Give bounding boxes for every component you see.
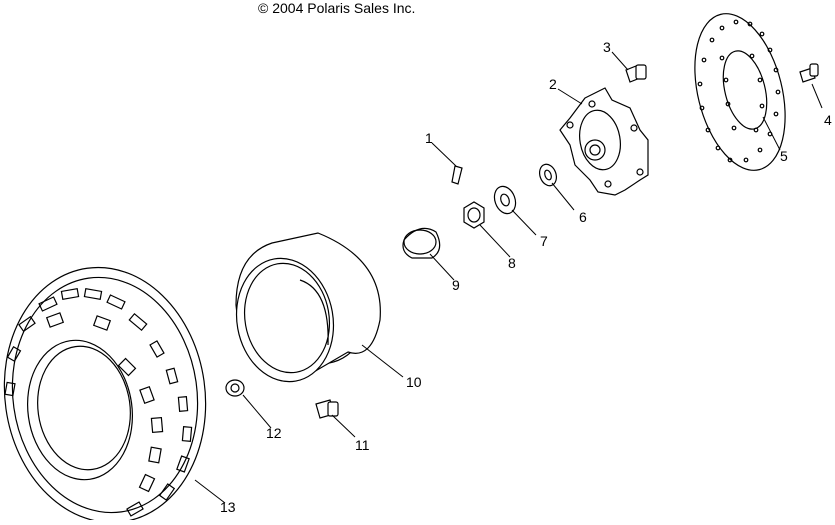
- callout-4: 4: [824, 112, 832, 128]
- part-tire: [3, 266, 207, 524]
- callout-2: 2: [549, 76, 557, 92]
- callout-10: 10: [406, 374, 422, 390]
- callout-7: 7: [540, 233, 548, 249]
- part-hub-cap: [402, 227, 441, 259]
- part-rim: [235, 232, 381, 383]
- callout-8: 8: [508, 255, 516, 271]
- callout-13: 13: [220, 499, 236, 515]
- callout-9: 9: [452, 277, 460, 293]
- part-valve-nut: [225, 379, 245, 397]
- callout-11: 11: [355, 437, 370, 453]
- part-brake-disc-screw: [799, 63, 819, 83]
- leader-lines: [194, 51, 823, 504]
- part-castle-nut: [463, 201, 485, 229]
- callout-6: 6: [579, 209, 587, 225]
- callout-3: 3: [603, 39, 611, 55]
- part-valve-stem: [315, 399, 339, 419]
- part-hub-bolt: [625, 64, 647, 83]
- callout-1: 1: [425, 130, 433, 146]
- part-wheel-hub: [559, 87, 649, 196]
- callout-5: 5: [780, 148, 788, 164]
- part-brake-disc: [694, 13, 786, 171]
- part-cotter-pin: [451, 165, 463, 185]
- callout-12: 12: [266, 425, 282, 441]
- copyright-notice: © 2004 Polaris Sales Inc.: [258, 0, 416, 16]
- part-spacer-washer: [538, 163, 558, 187]
- part-washer: [493, 185, 517, 215]
